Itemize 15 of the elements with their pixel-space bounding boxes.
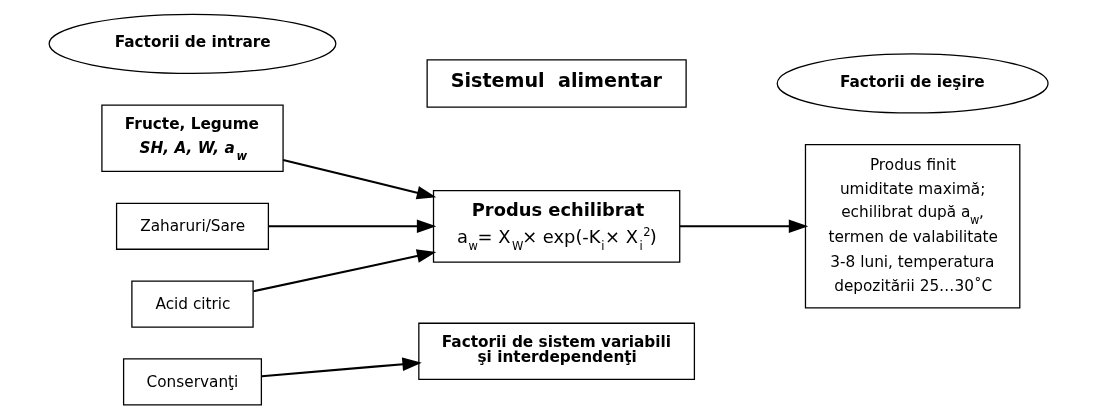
node-box: Produs finit umiditate maximă; echilibrat după a$_{w}$, termen de valabilitate 3-8 luni, temperatura depozitării 25…30˚C (804, 143, 1020, 309)
node-box: Acid citric (130, 280, 254, 328)
node-ellipse: Factorii de ieşire (776, 52, 1049, 114)
node-box: Factorii de sistem variabili şi interdependenţi (417, 322, 695, 380)
node-box: Sistemul alimentar (426, 58, 687, 108)
node-box: Produs echilibrat a$_{w}$= X$_{W}$× exp(-K$_{i}$× X$_{i}$$^{2}$) (432, 189, 680, 263)
arrow (282, 158, 436, 199)
node-ellipse: Factorii de intrare (48, 13, 336, 74)
node-box: Conservanţi (122, 357, 262, 406)
arrow (261, 357, 422, 377)
arrow (679, 219, 808, 233)
arrow (252, 248, 436, 292)
node-box: Fructe, Legume SH, A, W, a$_{w}$ (100, 103, 284, 172)
node-box: Zaharuri/Sare (115, 202, 269, 250)
arrow (268, 219, 436, 233)
